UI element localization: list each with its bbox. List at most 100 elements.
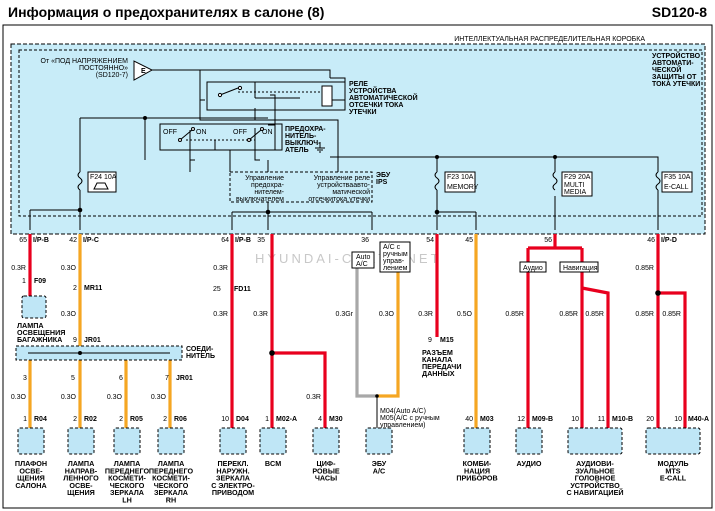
svg-text:(SD120-7): (SD120-7) <box>96 72 128 79</box>
svg-text:УСТРОЙСТВА: УСТРОЙСТВА <box>349 86 396 95</box>
component-label: УСТРОЙСТВО <box>570 481 620 490</box>
wire-clock <box>272 351 327 428</box>
page-frame <box>2 24 713 509</box>
auto-ac-tag: Auto A/C <box>351 251 375 269</box>
wire-size: 0.3O <box>379 311 395 318</box>
connector-name: R02 <box>84 416 97 423</box>
connector-name: M09-B <box>532 416 553 423</box>
branch-pins: 3 5 6 <box>23 375 123 382</box>
svg-text:БАГАЖНИКА: БАГАЖНИКА <box>17 335 62 344</box>
output-pin-number: 45 <box>465 237 473 244</box>
connector-pin: 11 <box>598 416 605 423</box>
connector-name: R05 <box>130 416 143 423</box>
svg-text:OFF: OFF <box>233 129 247 136</box>
component-label: НАРУЖН. <box>216 466 249 475</box>
connector-pin: 10 <box>221 416 229 423</box>
svg-text:MEMORY: MEMORY <box>447 184 479 191</box>
wire-size: 0.85R <box>635 311 654 318</box>
wire-avn-b <box>581 286 610 428</box>
ips-ecu <box>229 171 373 203</box>
svg-text:7: 7 <box>165 375 169 382</box>
component-label: КОСМЕТИ- <box>152 474 190 483</box>
connector-pin: 2 <box>163 416 167 423</box>
fuse-f35: F35 10A E-CALL <box>655 171 693 193</box>
svg-text:КАНАЛА: КАНАЛА <box>422 355 452 364</box>
ips-ecu-text-left: Управление предохра- нителем- выключател… <box>236 175 285 203</box>
output-connector-name: I/P-D <box>661 237 677 244</box>
constant-power-source: От «ПОД НАПРЯЖЕНИЕМ ПОСТОЯННО» (SD120-7)… <box>41 58 154 81</box>
svg-text:6: 6 <box>119 375 123 382</box>
svg-text:АВТОМАТИ-: АВТОМАТИ- <box>652 60 694 67</box>
source-arrow-icon <box>133 60 154 81</box>
external-wires <box>28 234 687 428</box>
component-label: РОВЫЕ <box>312 466 340 475</box>
wire-size: 0.85R <box>505 311 524 318</box>
component-label: RH <box>166 496 176 505</box>
fuse-f23: F23 10A MEMORY <box>434 171 479 193</box>
component-label: АУДИОВИ- <box>576 459 614 468</box>
component-label: ЗЕРКАЛА <box>110 488 144 497</box>
connector-name: D04 <box>236 416 249 423</box>
svg-text:УТЕЧКИ: УТЕЧКИ <box>349 109 377 116</box>
component-label: ПЕРЕДНЕГО <box>149 466 194 475</box>
component-label: ЛАМПА <box>68 459 95 468</box>
component-label: КОМБИ- <box>463 459 492 468</box>
output-pin-number: 65 <box>19 237 27 244</box>
inline-connectors: 1 F09 2 MR11 25 FD11 9 JR01 7 JR01 9 M15 <box>22 278 454 382</box>
svg-text:E-CALL: E-CALL <box>664 184 689 191</box>
svg-text:ручным: ручным <box>383 251 408 258</box>
fuse-switch <box>159 123 283 151</box>
svg-text:предохра-: предохра- <box>251 182 285 189</box>
component-label: ЧЕСКОГО <box>154 481 189 490</box>
trunk-lamp: ЛАМПА ОСВЕЩЕНИЯ БАГАЖНИКА <box>17 295 65 344</box>
output-connector-name: I/P-B <box>33 237 49 244</box>
svg-text:СОЕДИ-: СОЕДИ- <box>186 346 214 353</box>
manual-ac-tag: A/C с ручным управ- лением <box>379 241 411 273</box>
component-label: E-CALL <box>660 474 687 483</box>
svg-text:OFF: OFF <box>163 129 177 136</box>
relay-coil <box>321 85 333 107</box>
component-label: КОСМЕТИ- <box>108 474 146 483</box>
fuse-switch-contacts: OFF ON OFF ON <box>163 127 273 142</box>
svg-text:M04(Auto A/C): M04(Auto A/C) <box>380 408 426 415</box>
connector-name: M03 <box>480 416 494 423</box>
svg-text:MR11: MR11 <box>84 285 102 292</box>
audio-unit: АУДИО <box>515 427 543 468</box>
connector-pin: 1 <box>265 416 269 423</box>
ground-icon <box>315 142 325 153</box>
component-label: ГОЛОВНОЕ <box>575 474 616 483</box>
svg-text:Аудио: Аудио <box>523 265 543 272</box>
svg-text:5: 5 <box>71 375 75 382</box>
connector-name: M30 <box>329 416 343 423</box>
svg-text:устройстваавто-: устройстваавто- <box>317 181 371 189</box>
output-pin-number: 56 <box>544 237 552 244</box>
svg-text:E: E <box>141 68 146 75</box>
svg-text:M05(A/C с ручным: M05(A/C с ручным <box>380 415 440 422</box>
component-label: ЦИФ- <box>317 459 337 468</box>
connector-name: R04 <box>34 416 47 423</box>
wire-size: 0.3R <box>213 265 228 272</box>
wire-size: 0.85R <box>662 311 681 318</box>
lamp-icon <box>93 182 109 190</box>
wire-size: 0.3R <box>418 311 433 318</box>
component-label: ПЛАФОН <box>15 459 47 468</box>
svg-text:Навигация: Навигация <box>563 265 598 272</box>
component-label: ЗУАЛЬНОЕ <box>575 466 614 475</box>
svg-text:ПЕРЕДАЧИ: ПЕРЕДАЧИ <box>422 362 462 371</box>
watermark: HYUNDAI-CRETA.NET <box>255 251 442 266</box>
component-label: ОСВЕ- <box>69 481 93 490</box>
svg-text:IPS: IPS <box>376 179 388 186</box>
svg-text:НИТЕЛЬ-: НИТЕЛЬ- <box>285 133 317 140</box>
component-label: ПРИВОДОМ <box>212 488 254 497</box>
component-label: ЛАМПА <box>158 459 185 468</box>
bcm: BCM <box>259 427 287 468</box>
connector-pin: 10 <box>571 416 579 423</box>
wire-size: 0.3O <box>61 311 77 318</box>
